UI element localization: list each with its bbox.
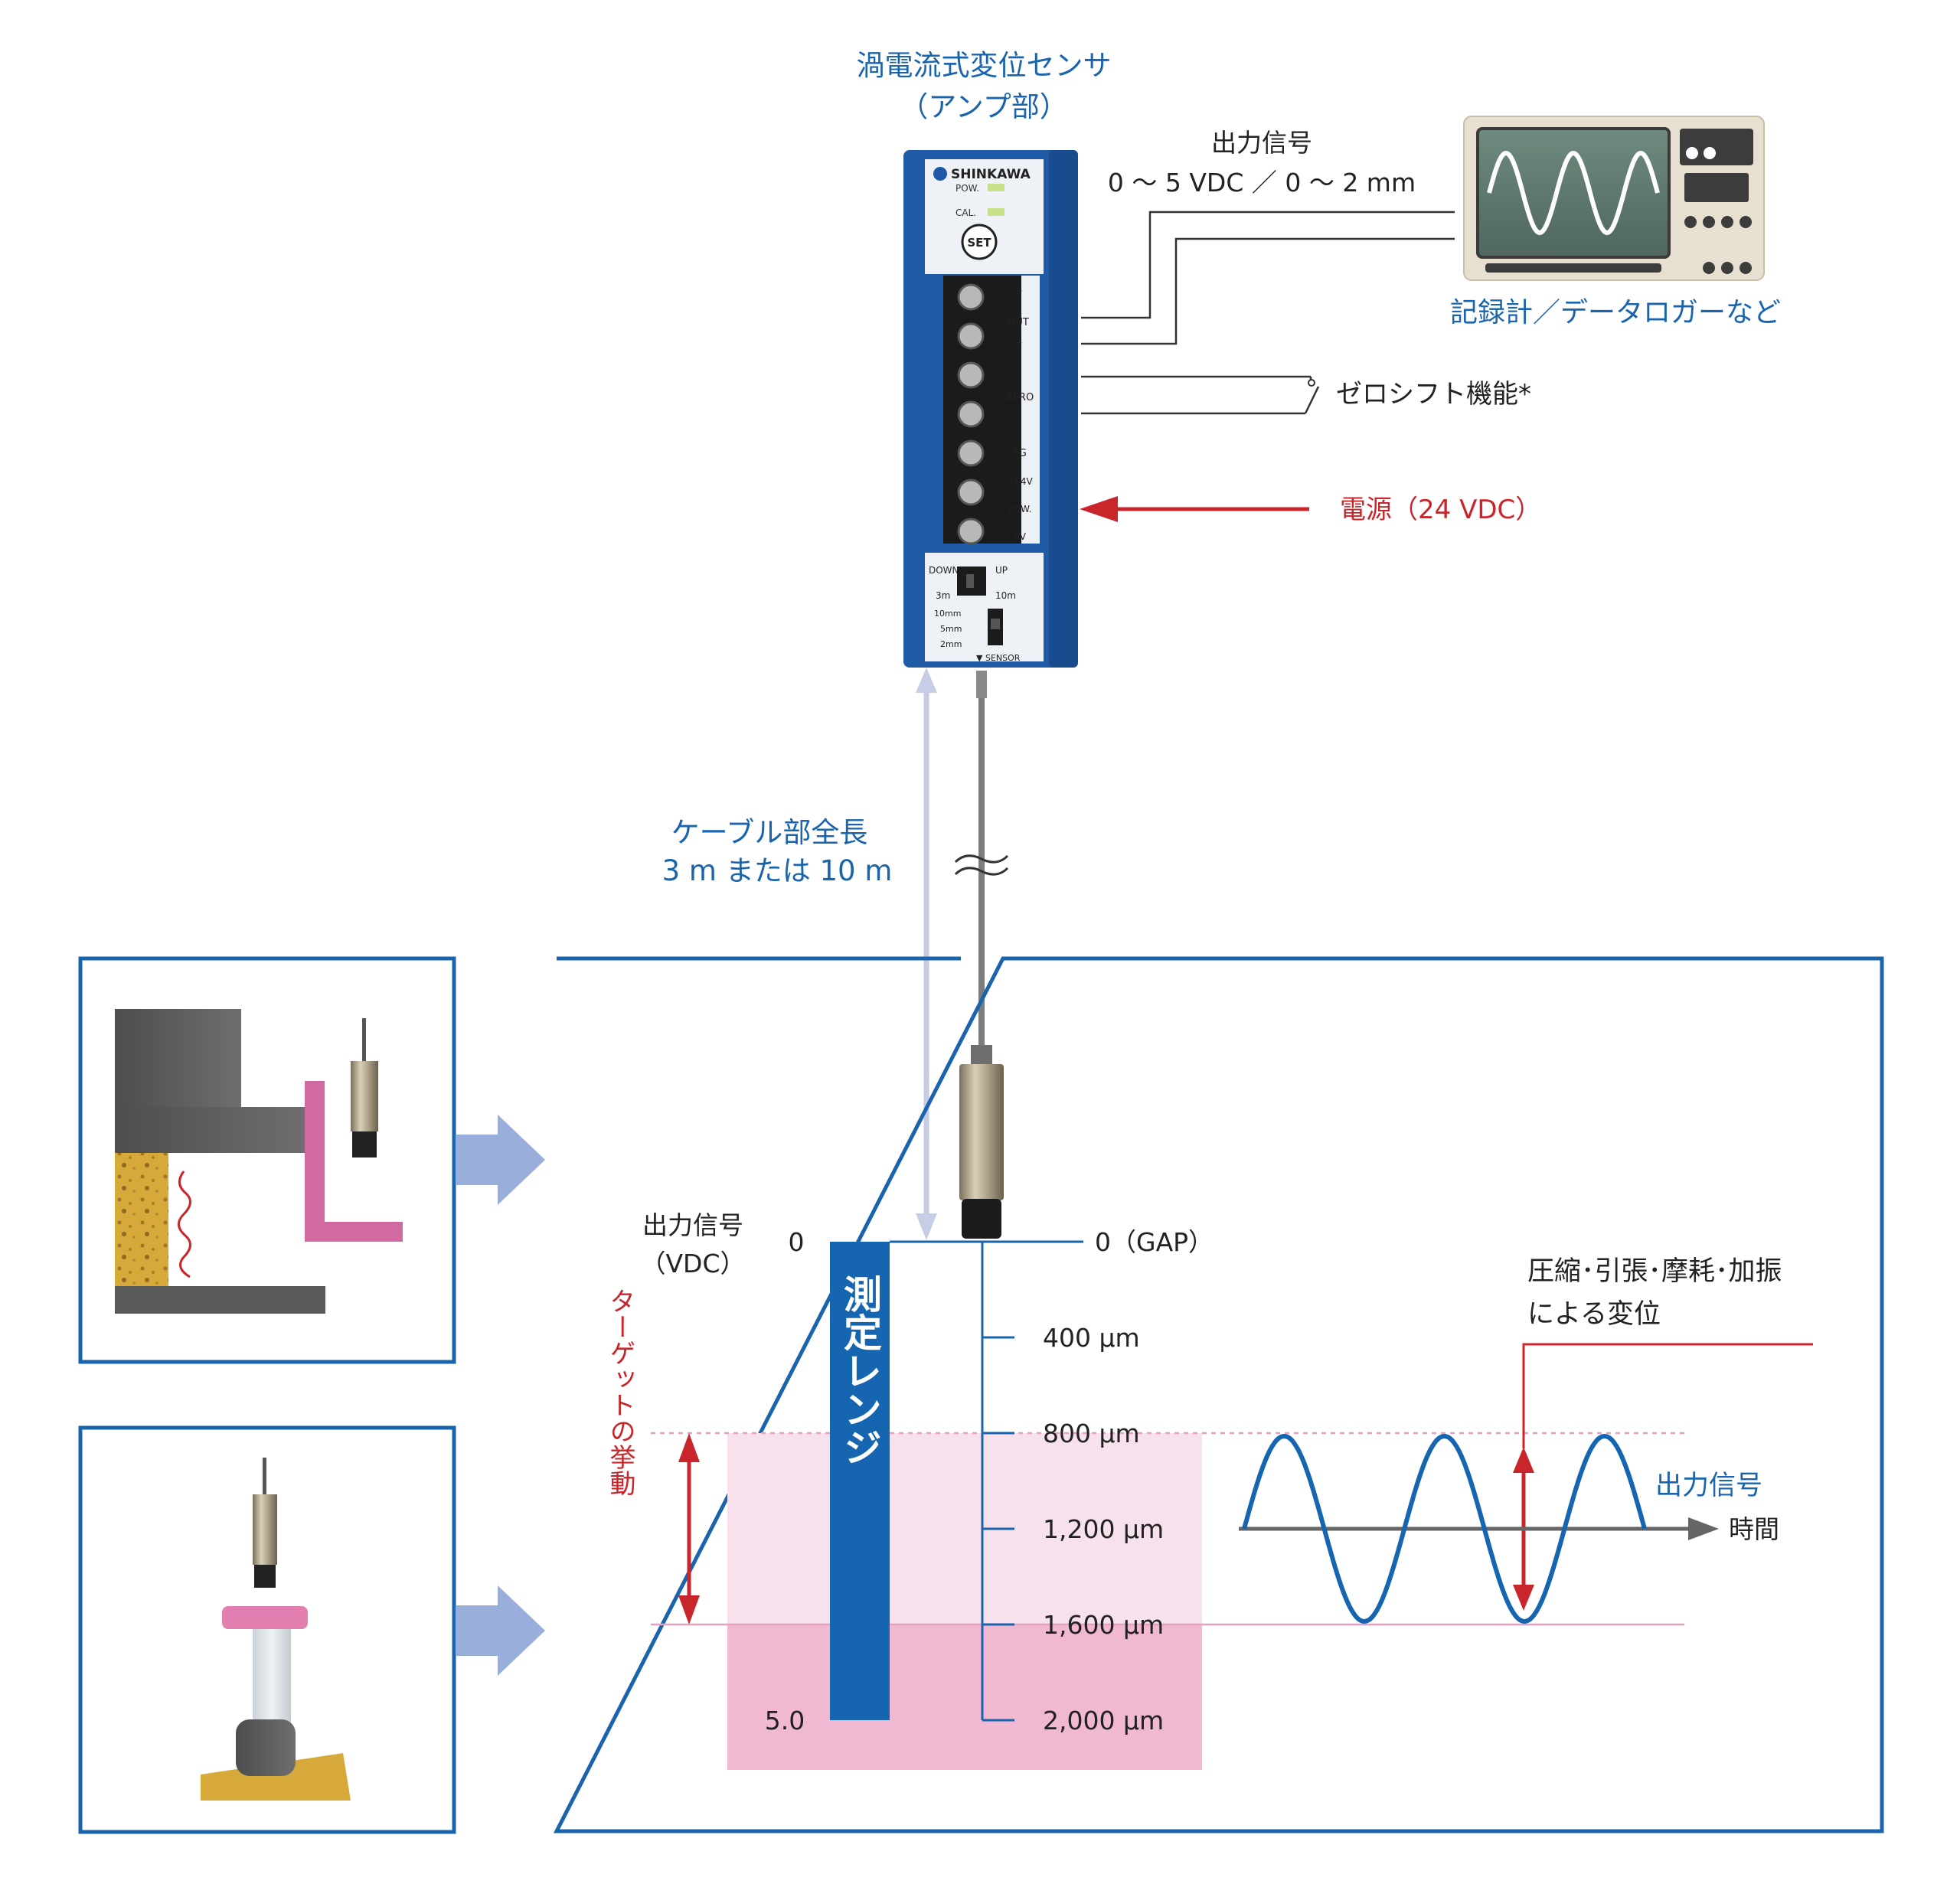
sw-down: DOWN (929, 565, 959, 576)
terminal-screws (957, 283, 985, 545)
amp-title-line1: 渦電流式変位センサ (857, 49, 1112, 82)
time-axis-arrowhead-icon (1688, 1517, 1719, 1540)
sw-3m: 3m (936, 590, 950, 601)
cable-length-arrow-icon (916, 668, 937, 1240)
power-label: 電源（24 VDC） (1340, 495, 1541, 525)
pow-led-icon (988, 184, 1004, 191)
output-wires (1081, 211, 1455, 345)
flow-arrow-2-icon (456, 1585, 545, 1676)
output-signal-spec: 0 〜 5 VDC ／ 0 〜 2 mm (1108, 168, 1416, 198)
term-pow: POW. (1008, 504, 1032, 514)
scale-tick-label: 400 µm (1043, 1323, 1140, 1353)
sw-10m: 10m (995, 590, 1016, 601)
below-target-band (727, 1624, 1202, 1770)
output-signal-wave (1242, 1433, 1647, 1624)
cal-led-icon (988, 208, 1004, 216)
scale-tick-label: 800 µm (1043, 1419, 1140, 1448)
zero-shift-label: ゼロシフト機能* (1336, 379, 1531, 410)
amplifier-unit: SHINKAWA POW. CAL. SET + OUT − ZERO FG +… (903, 150, 1078, 668)
amplitude-leader-line (1522, 1343, 1813, 1448)
amp-title-line2: （アンプ部） (900, 90, 1067, 123)
range-bar-label: 測定レンジ (838, 1275, 882, 1466)
range-2mm: 2mm (940, 639, 962, 649)
target-motion-band (727, 1433, 1202, 1624)
sw-up: UP (995, 565, 1008, 576)
term-24v: +24V (1007, 476, 1033, 487)
volt-bottom-label: 5.0 (765, 1706, 805, 1735)
range-10mm: 10mm (934, 609, 961, 619)
volt-top-label: 0 (789, 1227, 805, 1257)
target-motion-arrow-icon (678, 1433, 700, 1624)
term-0v: 0V (1014, 531, 1027, 542)
waveform-title-line2: による変位 (1527, 1299, 1661, 1330)
zero-shift-wires (1081, 375, 1320, 415)
term-zero: ZERO (1006, 392, 1034, 403)
amp-brand: SHINKAWA (951, 167, 1031, 182)
application-illustration-1 (115, 1009, 403, 1314)
cable-length-line2: 3 m または 10 m (662, 854, 893, 887)
term-out: OUT (1008, 317, 1029, 328)
gap-label: 0（GAP） (1095, 1227, 1214, 1257)
zero-shift-switch-icon (1308, 379, 1315, 387)
time-axis-label: 時間 (1729, 1514, 1779, 1544)
scale-ticks: 400 µm 800 µm 1,200 µm 1,600 µm 2,000 µm (982, 1323, 1164, 1735)
measurement-range-bar (830, 1242, 890, 1720)
scale-tick-label: 1,600 µm (1043, 1610, 1164, 1640)
scale-tick-label: 1,200 µm (1043, 1514, 1164, 1544)
set-button[interactable] (961, 224, 998, 260)
recorder-icon (1463, 116, 1765, 281)
scale-tick-label: 2,000 µm (1043, 1706, 1164, 1735)
output-vdc-label-line2: （VDC） (640, 1249, 745, 1278)
signal-series-label: 出力信号 (1655, 1471, 1762, 1501)
flow-arrow-1-icon (456, 1115, 545, 1205)
waveform-title-line1: 圧縮･引張･摩耗･加振 (1527, 1256, 1782, 1287)
sensor-label: ▼ SENSOR (976, 653, 1021, 663)
range-diagram: 出力信号 （VDC） 0 5.0 測定レンジ 0（GAP） 400 µm 800 … (553, 956, 1884, 1833)
cable-length-line1: ケーブル部全長 (671, 816, 868, 849)
set-button-label: SET (967, 236, 991, 250)
range-5mm: 5mm (940, 624, 962, 634)
application-illustration-2 (201, 1458, 351, 1801)
output-signal-label: 出力信号 (1211, 128, 1312, 158)
target-motion-label: ターゲットの挙動 (605, 1288, 635, 1496)
power-arrow-icon (1080, 496, 1309, 522)
output-vdc-label-line1: 出力信号 (642, 1210, 743, 1240)
sensor-cable (954, 671, 1009, 1045)
recorder-label: 記録計／データロガーなど (1450, 297, 1781, 328)
term-fg: FG (1013, 448, 1027, 459)
sensor-probe (959, 1045, 1004, 1239)
term-minus: − (1014, 337, 1023, 349)
amp-cal-label: CAL. (956, 207, 976, 218)
amp-pow-label: POW. (956, 183, 979, 194)
term-plus: + (1014, 285, 1023, 297)
